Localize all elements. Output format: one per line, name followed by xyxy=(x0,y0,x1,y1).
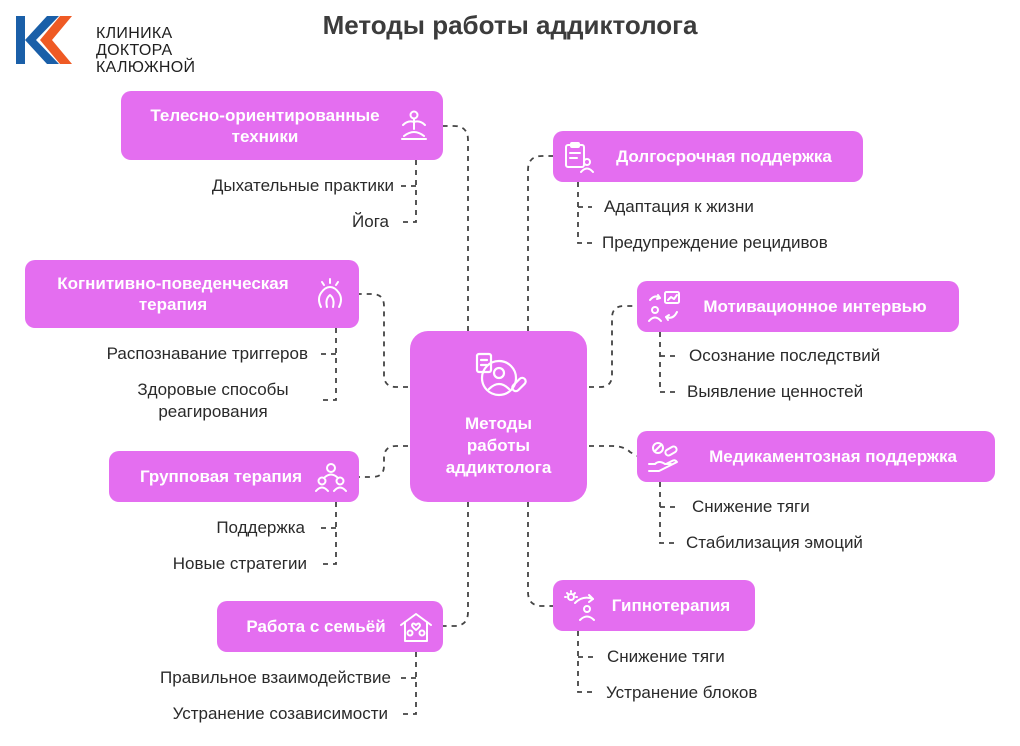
branch-title: Долгосрочная поддержка xyxy=(616,147,832,166)
leaf-item: Адаптация к жизни xyxy=(604,197,754,216)
leaf-item: Йога xyxy=(352,212,389,231)
group-icon xyxy=(315,462,347,492)
logo-text: КЛИНИКА ДОКТОРА КАЛЮЖНОЙ xyxy=(96,25,195,76)
branch-family: Работа с семьёй xyxy=(217,601,443,652)
logo-line: КАЛЮЖНОЙ xyxy=(96,59,196,76)
clinic-logo: КЛИНИКА ДОКТОРА КАЛЮЖНОЙ xyxy=(14,12,204,76)
leaf-item: Распознавание триггеров xyxy=(106,344,308,363)
leaf-item: Осознание последствий xyxy=(689,346,881,365)
branch-long-term-support: Долгосрочная поддержка xyxy=(553,131,863,182)
branch-medication-support: Медикаментозная поддержка xyxy=(637,431,995,482)
branch-title: Гипнотерапия xyxy=(611,596,731,615)
center-line: аддиктолога xyxy=(445,458,552,477)
branch-body-techniques: Телесно-ориентированные техники xyxy=(121,91,443,160)
branch-hypnotherapy: Гипнотерапия xyxy=(553,580,755,631)
branch-title: Групповая терапия xyxy=(139,467,303,486)
central-node: Методы работы аддиктолога xyxy=(410,331,587,502)
leaf-item: Предупреждение рецидивов xyxy=(602,233,828,252)
branch-cbt: Когнитивно-поведенческая терапия xyxy=(25,260,359,328)
leaf-item: Снижение тяги xyxy=(607,647,725,666)
branch-title: терапия xyxy=(138,295,208,314)
page-title: Методы работы аддиктолога xyxy=(322,10,698,40)
center-line: работы xyxy=(466,436,531,455)
leaf-item: Поддержка xyxy=(216,518,305,537)
branch-title: Работа с семьёй xyxy=(246,617,386,636)
center-line: Методы xyxy=(465,414,532,433)
branch-title: Медикаментозная поддержка xyxy=(709,447,957,466)
leaf-item: Снижение тяги xyxy=(692,497,810,516)
leaf-item: Стабилизация эмоций xyxy=(686,533,863,552)
family-house-icon xyxy=(400,612,432,642)
leaf-item: реагирования xyxy=(158,402,268,421)
leaf-item: Выявление ценностей xyxy=(687,382,864,401)
branch-title: Мотивационное интервью xyxy=(703,297,927,316)
branch-motivational-interview: Мотивационное интервью xyxy=(637,281,959,332)
branch-title: Когнитивно-поведенческая xyxy=(57,274,289,293)
pill-hand-icon xyxy=(648,441,678,472)
branch-title: техники xyxy=(231,126,299,146)
leaf-item: Здоровые способы xyxy=(137,380,289,399)
leaf-item: Устранение блоков xyxy=(606,683,758,702)
logo-line: КЛИНИКА xyxy=(96,25,173,42)
chart-people-icon xyxy=(648,290,680,322)
leaf-item: Правильное взаимодействие xyxy=(160,668,391,687)
leaf-item-multiline: Здоровые способы реагирования xyxy=(122,379,304,423)
hypnosis-icon xyxy=(564,589,595,621)
leaf-item: Устранение созависимости xyxy=(172,704,388,723)
doctor-patient-icon xyxy=(475,352,527,397)
meditation-icon xyxy=(401,110,427,140)
leaf-item: Дыхательные практики xyxy=(211,176,394,195)
branch-group-therapy: Групповая терапия xyxy=(109,451,359,502)
logo-kk-icon xyxy=(16,16,72,64)
leaf-item: Новые стратегии xyxy=(172,554,307,573)
branch-title: Телесно-ориентированные xyxy=(150,105,380,125)
logo-line: ДОКТОРА xyxy=(96,42,173,59)
head-thoughts-icon xyxy=(318,278,342,308)
clipboard-person-icon xyxy=(565,141,594,173)
